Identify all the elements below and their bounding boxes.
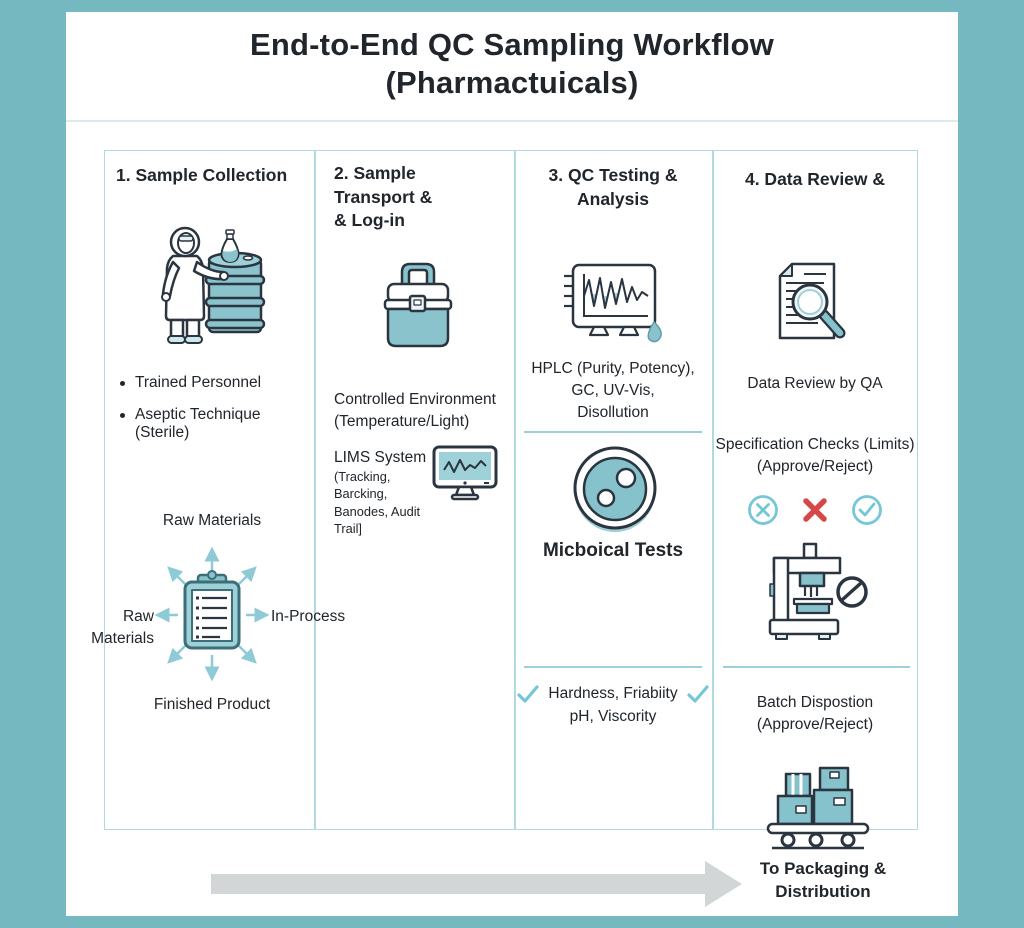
- workflow-grid: [104, 150, 918, 830]
- column-2-header: 2. Sample Transport & & Log-in: [334, 163, 433, 231]
- data-review-label: Data Review by QA: [747, 375, 883, 392]
- red-x-icon: [803, 498, 827, 522]
- check-icon: [687, 685, 709, 703]
- title-divider: [66, 120, 958, 122]
- hub-label-bottom: Finished Product: [153, 696, 271, 713]
- bullet-aseptic-technique: Aseptic Technique (Sterile): [118, 406, 314, 442]
- col4-divider: [723, 666, 910, 668]
- white-panel: [66, 12, 958, 916]
- technician-with-drum-icon: [153, 218, 268, 346]
- lims-system-title: LIMS System: [334, 449, 427, 466]
- flow-arrow: [211, 874, 705, 894]
- col3-divider-1: [524, 431, 702, 433]
- controlled-environment-note: Controlled Environment (Temperature/Ligh…: [334, 391, 496, 430]
- spec-checks-label: Specification Checks (Limits) (Approve/R…: [715, 436, 915, 475]
- column-4-header: 4. Data Review &: [744, 169, 886, 189]
- page-title: End-to-End QC Sampling Workflow (Pharmac…: [250, 27, 774, 101]
- monitor-waveform-icon: [432, 445, 498, 503]
- press-machine-prohibited-icon: [764, 542, 868, 642]
- hub-label-right: In-Process: [271, 608, 346, 625]
- bullet-trained-personnel: Trained Personnel: [118, 374, 314, 392]
- hub-label-top: Raw Materials: [162, 512, 262, 529]
- petri-dish-icon: [572, 446, 658, 534]
- physical-tests-line2: pH, Viscority: [569, 708, 657, 725]
- circle-x-icon: [748, 495, 778, 525]
- cooler-box-icon: [376, 256, 460, 350]
- column-1-header: 1. Sample Collection: [116, 165, 288, 185]
- footer-destination-label: To Packaging & Distribution: [759, 859, 887, 901]
- clipboard-checklist-icon: [152, 541, 272, 691]
- microbial-tests-label: Micboical Tests: [542, 540, 684, 561]
- column-divider-1: [314, 150, 316, 830]
- lims-system-subtext: (Tracking, Barcking, Banodes, Audit Trai…: [334, 469, 421, 536]
- physical-tests-row: Hardness, Friabiity: [514, 684, 712, 704]
- column-divider-2: [514, 150, 516, 830]
- decision-icons-row: [712, 494, 918, 526]
- collection-bullet-list: Trained Personnel Aseptic Technique (Ste…: [118, 374, 314, 456]
- check-icon: [517, 685, 539, 703]
- batch-disposition-label: Batch Dispostion (Approve/Reject): [756, 694, 874, 733]
- column-3-header: 3. QC Testing & Analysis: [548, 165, 678, 209]
- document-magnifier-icon: [772, 260, 856, 346]
- circle-check-icon: [852, 495, 882, 525]
- packed-boxes-trolley-icon: [764, 766, 874, 858]
- chemistry-tests-label: HPLC (Purity, Potency), GC, UV-Vis, Diso…: [531, 360, 695, 421]
- physical-tests-line1: Hardness, Friabiity: [548, 685, 678, 702]
- chromatogram-monitor-icon: [562, 260, 666, 346]
- col3-divider-2: [524, 666, 702, 668]
- flow-arrow-head: [705, 861, 742, 907]
- column-divider-3: [712, 150, 714, 830]
- hub-label-left: Raw Materials: [91, 608, 154, 647]
